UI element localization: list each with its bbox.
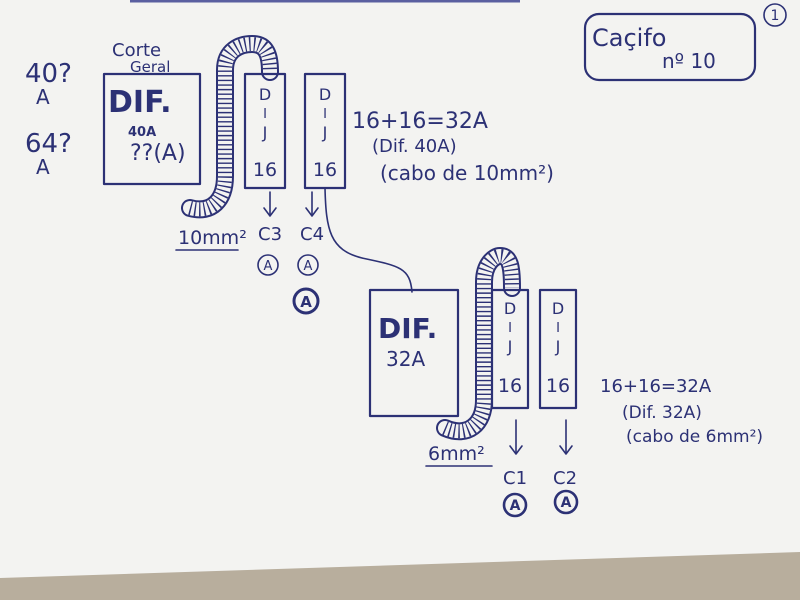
breaker-bottom-2-d: D (552, 299, 564, 318)
cable-10mm (181, 35, 279, 219)
cacifo-number: nº 10 (662, 49, 716, 73)
main-caption-geral: Geral (130, 58, 170, 76)
note-bottom-line1: 16+16=32A (600, 376, 712, 397)
circuit-c2-label: C2 (553, 468, 577, 489)
main-rating: ??(A) (130, 141, 186, 166)
cable-10mm-label: 10mm² (178, 227, 247, 249)
breaker-top-1-i: I (263, 107, 267, 122)
main-differential-box (102, 72, 202, 186)
circuit-c4-symbol-circle (297, 254, 319, 276)
sub-dif-label: DIF. (378, 312, 437, 345)
breaker-top-1 (243, 72, 287, 190)
cable-6mm-label: 6mm² (428, 443, 485, 465)
circuit-c3-label: C3 (258, 224, 282, 245)
breaker-bottom-1-j: J (507, 337, 513, 356)
side-note-64: 64? (25, 129, 72, 159)
breaker-bottom-1 (490, 288, 530, 410)
sub-differential-box (368, 288, 460, 418)
breaker-top-2-i: I (323, 107, 327, 122)
breaker-top-2-d: D (319, 85, 331, 104)
side-note-a1: A (36, 85, 50, 109)
main-caption-corte: Corte (112, 40, 161, 61)
note-top-line3: (cabo de 10mm²) (380, 161, 554, 185)
circuit-c3-symbol: A (264, 259, 273, 274)
breaker-top-2-rating: 16 (313, 159, 337, 181)
main-scribble: 40A (128, 125, 156, 140)
breaker-top-1-d: D (259, 85, 271, 104)
circuit-c3-symbol-circle (257, 254, 279, 276)
circuit-c4-extra-symbol-circle (292, 287, 320, 315)
breaker-bottom-2 (538, 288, 578, 410)
circuit-c4-label: C4 (300, 224, 324, 245)
note-bottom-line2: (Dif. 32A) (622, 403, 702, 423)
side-note-40: 40? (25, 59, 72, 89)
circuit-c1-symbol: A (510, 498, 521, 514)
circuit-c2-symbol: A (561, 495, 572, 511)
breaker-bottom-2-rating: 16 (546, 375, 570, 397)
arrow-c1 (509, 419, 523, 455)
page-number: 1 (771, 8, 780, 24)
circuit-c2-symbol-circle (553, 489, 579, 515)
feed-wire (324, 187, 413, 293)
arrow-c3 (263, 191, 277, 217)
cable-6mm (436, 247, 521, 441)
note-bottom-line3: (cabo de 6mm²) (626, 427, 763, 447)
circuit-c1-symbol-circle (502, 492, 528, 518)
note-top-line1: 16+16=32A (352, 109, 488, 134)
breaker-top-1-rating: 16 (253, 159, 277, 181)
arrow-c4 (305, 191, 319, 217)
breaker-bottom-1-d: D (504, 299, 516, 318)
cacifo-title: Caçifo (592, 24, 666, 52)
breaker-bottom-2-i: I (556, 321, 560, 336)
arrow-c2 (559, 419, 573, 455)
side-note-a2: A (36, 155, 50, 179)
cacifo-box (583, 12, 757, 82)
sub-dif-rating: 32A (386, 347, 425, 371)
circuit-c4-extra-symbol: A (300, 293, 312, 311)
breaker-bottom-2-j: J (555, 337, 561, 356)
breaker-bottom-1-i: I (508, 321, 512, 336)
note-top-line2: (Dif. 40A) (372, 136, 457, 157)
main-dif-label: DIF. (108, 85, 172, 120)
circuit-c1-label: C1 (503, 468, 527, 489)
circuit-c4-symbol: A (304, 259, 313, 274)
breaker-top-2-j: J (322, 123, 328, 142)
breaker-top-1-j: J (262, 123, 268, 142)
breaker-bottom-1-rating: 16 (498, 375, 522, 397)
page-number-circle (763, 3, 787, 27)
